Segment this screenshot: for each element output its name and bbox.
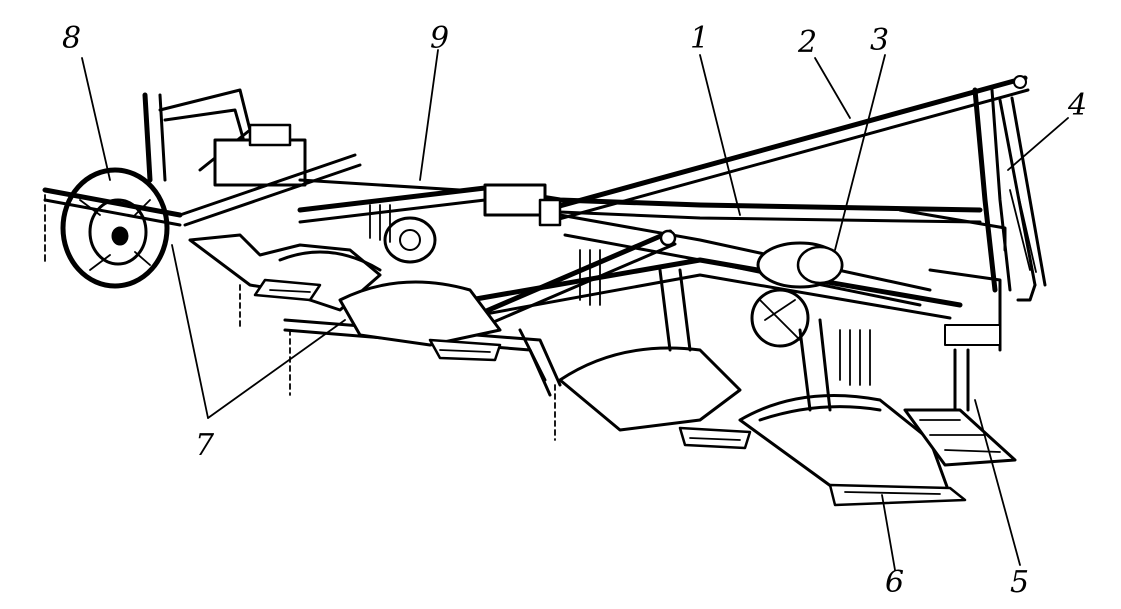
label-3: 3	[870, 23, 889, 58]
label-7: 7	[195, 428, 215, 463]
rear-arm	[998, 96, 1047, 302]
label-2: 2	[797, 25, 817, 60]
leader-lines	[81, 49, 1069, 571]
draw-bar	[542, 75, 1030, 224]
cylinder-and-discs	[383, 183, 844, 348]
front-hitch-assembly	[142, 88, 462, 227]
label-4: 4	[1067, 88, 1087, 123]
label-9: 9	[430, 21, 449, 56]
part-labels: 8 9 1 2 3 4 5 6 7	[62, 21, 1087, 600]
plough-bottoms	[188, 204, 1017, 507]
label-5: 5	[1010, 565, 1029, 600]
label-1: 1	[690, 21, 709, 56]
label-6: 6	[885, 565, 904, 600]
label-8: 8	[62, 21, 81, 56]
gauge-wheel	[42, 167, 183, 289]
